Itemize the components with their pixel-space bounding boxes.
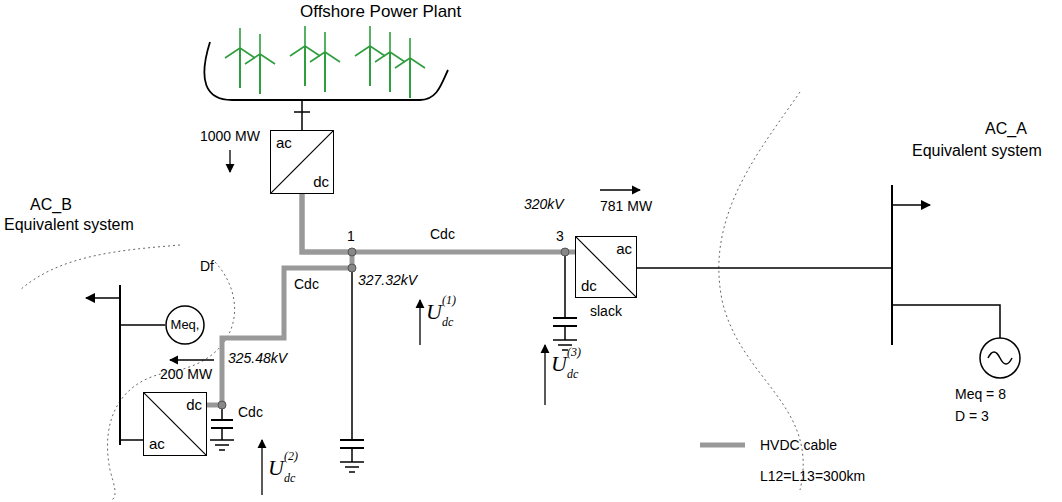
legend-text: HVDC cable (760, 437, 837, 454)
bus-dot (348, 248, 356, 256)
node-text: Meq, (171, 317, 200, 333)
ac-a-system (600, 185, 1020, 378)
node-text: dc (186, 397, 202, 413)
hvdc-cable (302, 194, 575, 252)
diagram-label: Offshore Power Plant (300, 3, 461, 20)
legend-sample (700, 443, 745, 448)
circle-shape (166, 306, 204, 344)
diagram-label: dc (442, 316, 453, 329)
region-outline (20, 245, 235, 500)
node-text: dc (581, 278, 597, 294)
diagram-label: Meq = 8 (955, 386, 1006, 403)
converter-box: dc ac (143, 392, 207, 456)
diagram-label: 1 (347, 228, 355, 245)
diagram-label: Equivalent system (4, 216, 134, 233)
diagram-label: dc (567, 368, 578, 381)
converter-box: ac dc (575, 236, 637, 298)
capacitor-1 (340, 268, 364, 462)
diagram-label: Cdc (294, 276, 319, 293)
diagram-label: D = 3 (955, 408, 989, 425)
ac-b-system (86, 285, 214, 445)
diagonal (271, 131, 333, 193)
diagram-label: (1) (442, 294, 456, 307)
wind-farm (204, 26, 448, 130)
diagram-label: Cdc (238, 404, 263, 421)
node-text: dc (313, 174, 329, 190)
diagram-label: U (551, 352, 567, 376)
node-text: ac (616, 241, 632, 257)
node-text: ac (149, 436, 165, 452)
bus-dot (218, 401, 226, 409)
diagram-label: dc (284, 472, 295, 485)
node-text: ac (276, 135, 292, 151)
diagonal (144, 393, 206, 455)
hvdc-cable (207, 194, 352, 405)
diagram-label: (2) (284, 450, 298, 463)
diagram-label: 325.48kV (228, 350, 287, 367)
diagram-label: U (426, 300, 442, 324)
diagram-label: 200 MW (160, 366, 212, 383)
generator-circle: Meq, (165, 305, 205, 345)
capacitor-2 (211, 405, 233, 440)
diagram-label: Df (200, 258, 214, 275)
diagram-label: U (268, 456, 284, 480)
diagram-label: Equivalent system (912, 142, 1042, 159)
bus-dot (561, 248, 569, 256)
diagram-label: 781 MW (600, 198, 652, 215)
bus-dot (348, 264, 356, 272)
diagram-label: 3 (556, 228, 564, 245)
diagram-label: slack (590, 303, 622, 320)
diagram-label: AC_B (30, 196, 72, 213)
diagram-label: L12=L13=300km (760, 468, 865, 485)
diagram-label: (3) (567, 346, 581, 359)
diagram-label: AC_A (985, 120, 1027, 137)
region-outline (719, 92, 803, 490)
capacitor-3 (553, 252, 577, 340)
diagram-label: 1000 MW (200, 128, 260, 145)
diagram-label: 327.32kV (358, 272, 417, 289)
diagonal (576, 237, 636, 297)
diagram-label: 320kV (524, 196, 564, 213)
converter-box: ac dc (270, 130, 334, 194)
diagram-label: Cdc (430, 226, 455, 243)
